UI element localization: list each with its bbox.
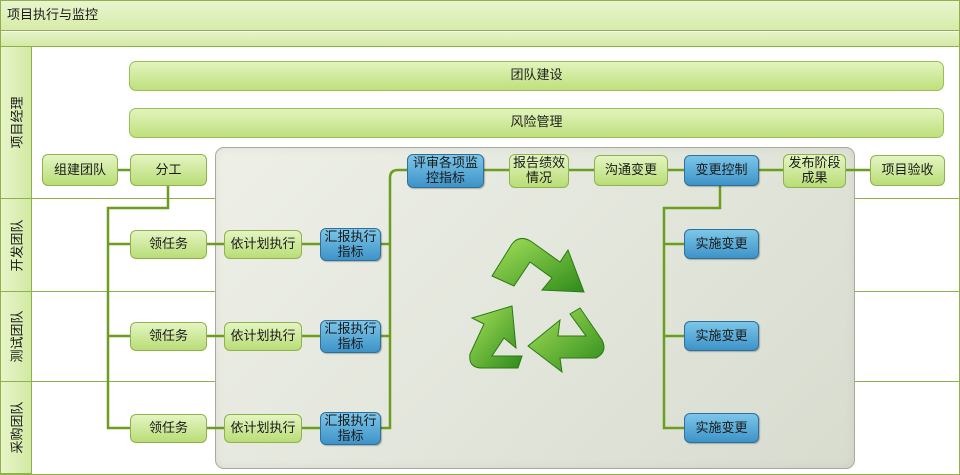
take-task-box: 领任务 xyxy=(130,230,207,259)
execute-plan-box: 依计划执行 xyxy=(224,230,302,259)
implement-change-box: 实施变更 xyxy=(684,321,759,351)
assign-work-box: 分工 xyxy=(130,154,207,186)
risk-management-bar: 风险管理 xyxy=(129,108,944,138)
report-metrics-box: 汇报执行指标 xyxy=(320,320,381,353)
implement-change-box: 实施变更 xyxy=(684,413,759,443)
report-metrics-box: 汇报执行指标 xyxy=(320,228,381,261)
report-metrics-box: 汇报执行指标 xyxy=(320,412,381,445)
execute-plan-box: 依计划执行 xyxy=(224,414,302,443)
header-strip xyxy=(1,32,959,47)
implement-change-box: 实施变更 xyxy=(684,229,759,259)
lane-header-dev-team: 开发团队 xyxy=(1,199,32,292)
lane-header-project-manager: 项目经理 xyxy=(1,47,32,199)
take-task-box: 领任务 xyxy=(130,414,207,443)
report-performance-box: 报告绩效情况 xyxy=(509,154,569,188)
project-acceptance-box: 项目验收 xyxy=(870,155,945,186)
review-metrics-box: 评审各项监控指标 xyxy=(407,154,484,188)
build-team-box: 组建团队 xyxy=(42,154,118,186)
change-control-box: 变更控制 xyxy=(684,155,759,186)
release-phase-box: 发布阶段成果 xyxy=(783,154,846,188)
take-task-box: 领任务 xyxy=(130,322,207,351)
lane-header-test-team: 测试团队 xyxy=(1,292,32,382)
diagram-title: 项目执行与监控 xyxy=(1,1,959,31)
execute-plan-box: 依计划执行 xyxy=(224,322,302,351)
communicate-change-box: 沟通变更 xyxy=(594,155,668,186)
lane-header-purchase-team: 采购团队 xyxy=(1,382,32,474)
team-building-bar: 团队建设 xyxy=(129,61,944,91)
recycle-icon xyxy=(469,238,605,374)
